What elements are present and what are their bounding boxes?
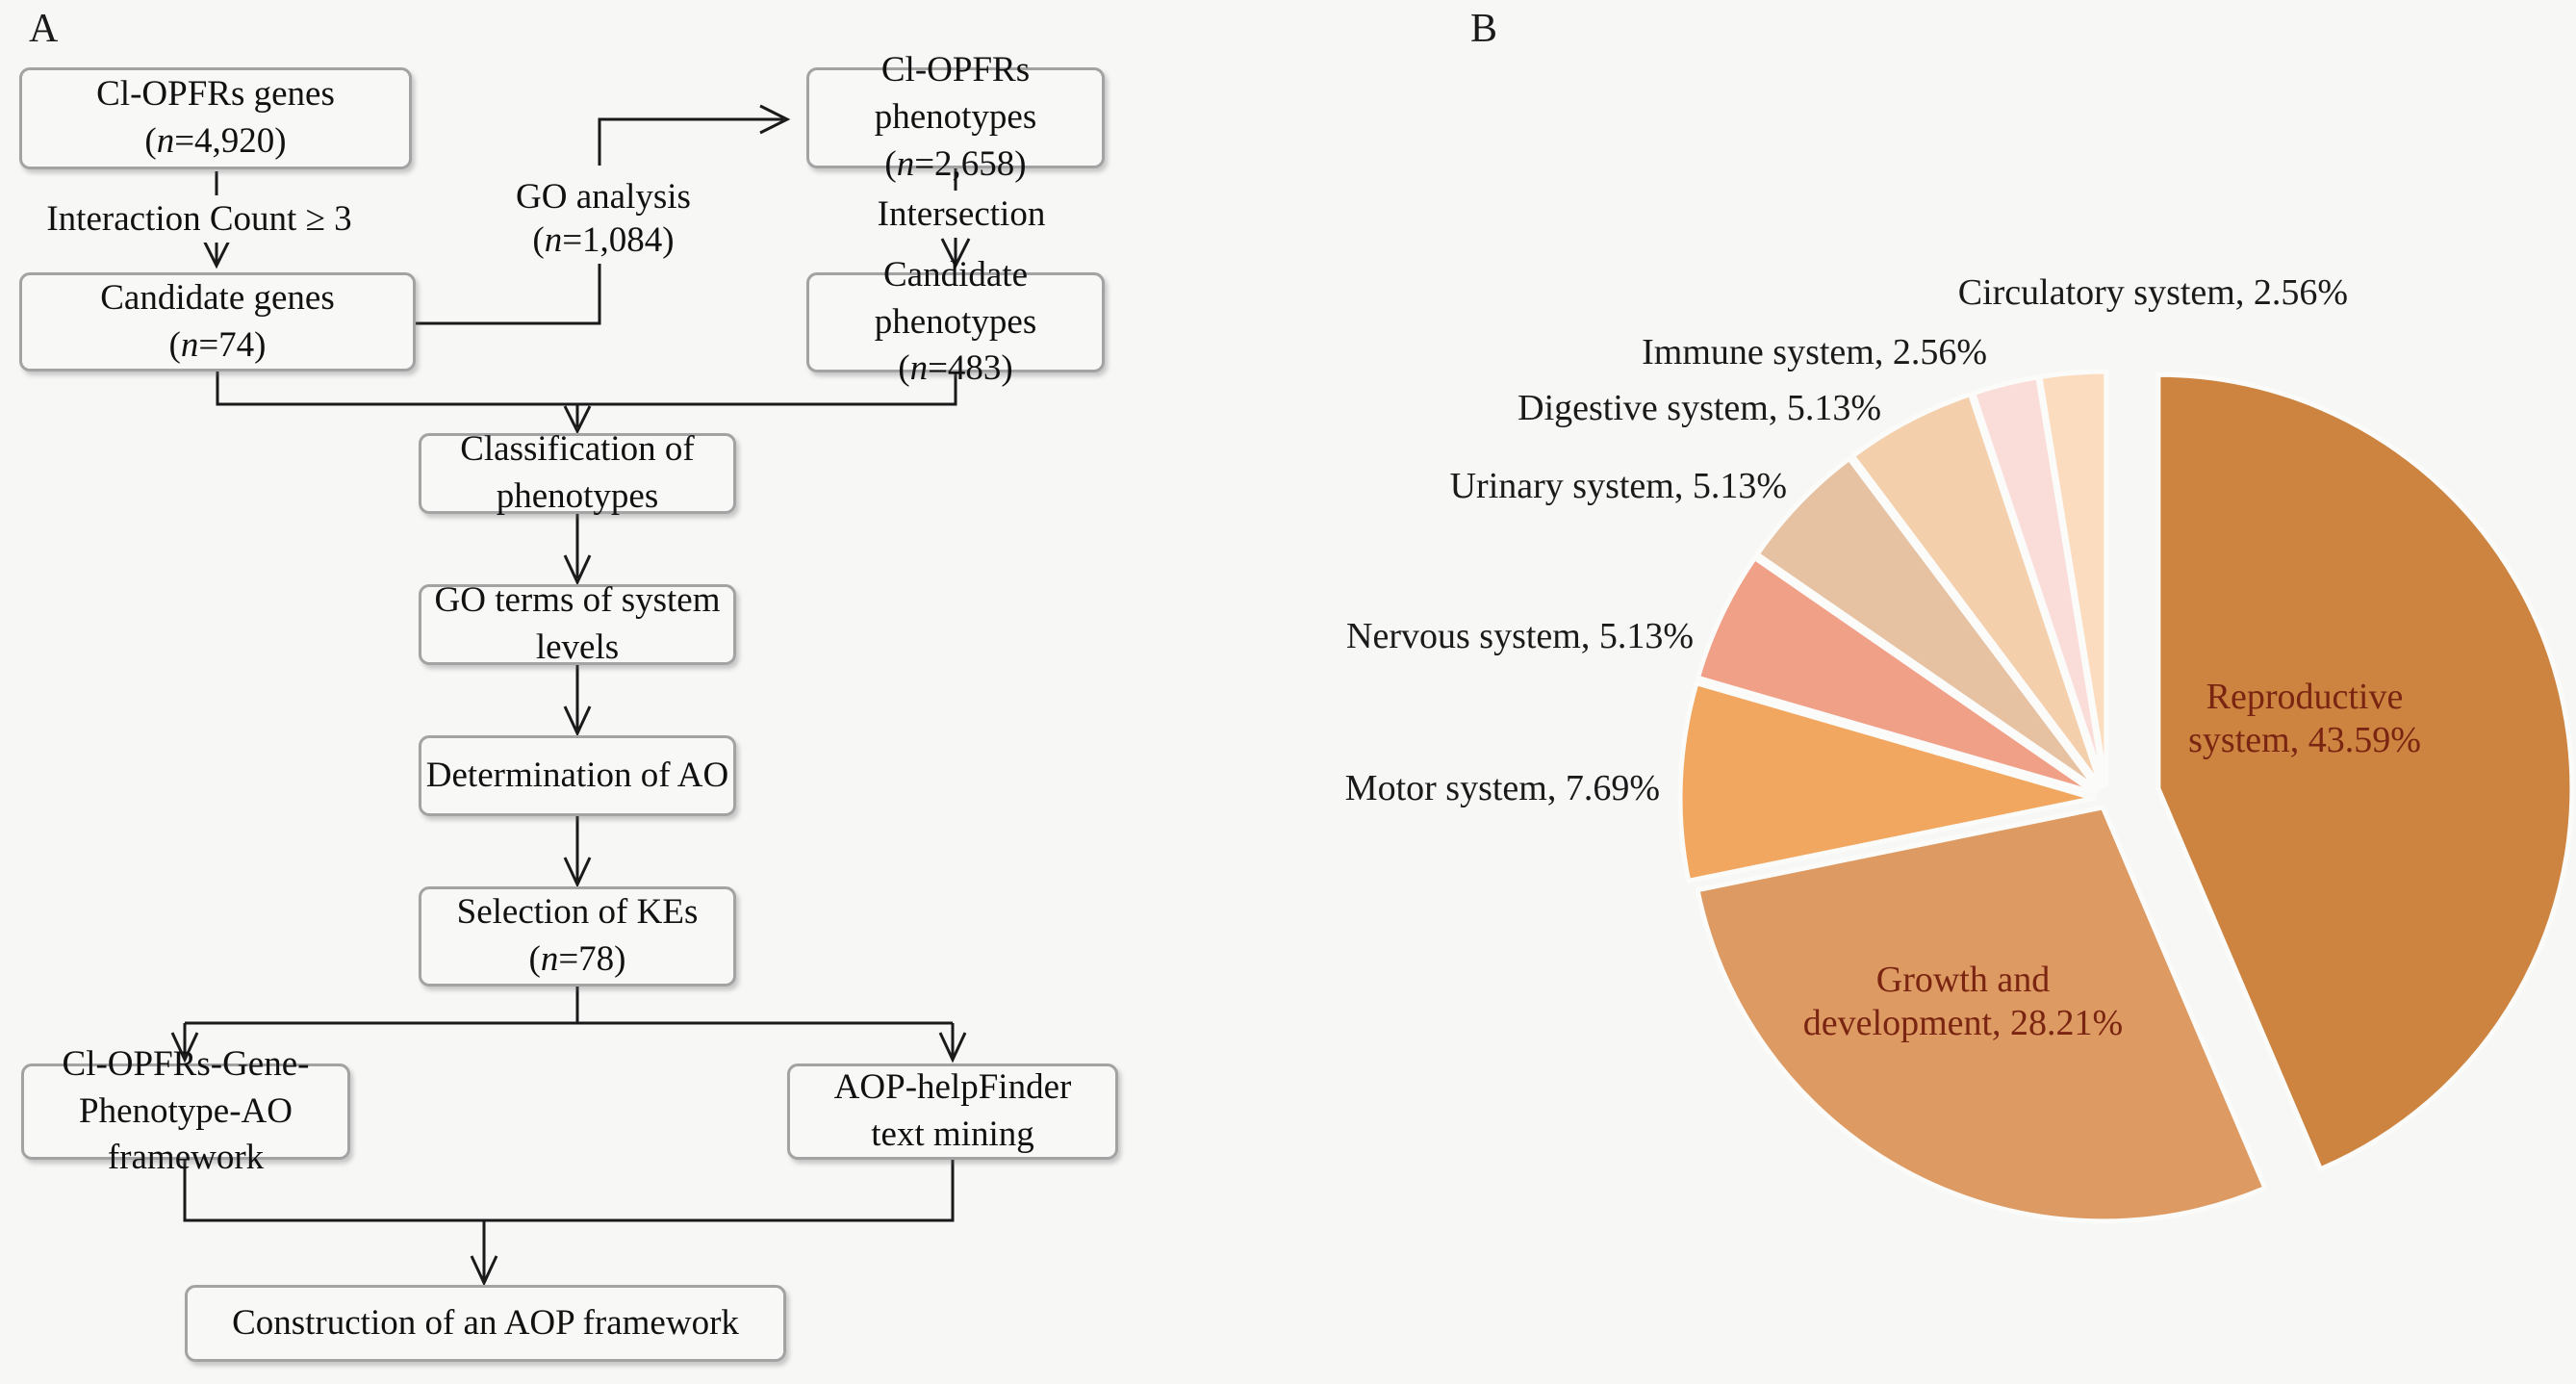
pie-label-growth: Growth and development, 28.21% <box>1802 960 2124 1043</box>
box-candidate-phenotypes: Candidate phenotypes (n=483) <box>806 255 1105 388</box>
box-line: phenotypes <box>496 476 659 516</box>
pie-label-motor: Motor system, 7.69% <box>1344 768 1660 808</box>
pie-label-urinary: Urinary system, 5.13% <box>1449 466 1787 506</box>
box-text-mining: AOP-helpFinder text mining <box>787 1064 1118 1160</box>
box-line: Candidate genes <box>100 277 335 318</box>
box-line: Classification of <box>460 429 695 470</box>
box-go-terms: GO terms of system levels <box>419 580 736 667</box>
panel-b-label: B <box>1470 7 1498 51</box>
box-line: Phenotype-AO framework <box>79 1090 293 1178</box>
box-line: Cl-OPFRs-Gene- <box>62 1043 310 1084</box>
pie-label-circulatory: Circulatory system, 2.56% <box>1957 272 2348 313</box>
box-construction: Construction of an AOP framework <box>185 1285 786 1362</box>
box-clopfrs-phenotypes: Cl-OPFRs phenotypes (n=2,658) <box>806 50 1105 184</box>
box-candidate-genes: Candidate genes (n=74) <box>19 272 416 372</box>
pie-slice-motor-system <box>1677 680 2097 884</box>
box-line: levels <box>535 628 620 667</box>
box-selection: Selection of KEs (n=78) <box>419 886 736 987</box>
box-line: Cl-OPFRs phenotypes <box>874 50 1037 138</box>
edge-label-interaction-count: Interaction Count ≥ 3 <box>14 195 384 243</box>
pie-slice-growth-and-development <box>1695 805 2268 1224</box>
box-line: (n=78) <box>528 939 626 979</box>
pie-slice-nervous-system <box>1695 555 2098 796</box>
edge-label-intersection: Intersection <box>811 191 1111 239</box>
box-line: Determination of AO <box>425 755 729 795</box>
box-line: (n=4,920) <box>144 121 287 161</box>
box-classification: Classification of phenotypes <box>419 429 736 516</box>
box-framework: Cl-OPFRs-Gene- Phenotype-AO framework <box>21 1044 350 1177</box>
box-line: Construction of an AOP framework <box>232 1302 739 1343</box>
box-line: AOP-helpFinder <box>833 1067 1072 1108</box>
box-line: GO terms of system <box>434 580 721 621</box>
panel-a-label: A <box>29 7 59 51</box>
pie-slice-reproductive-system <box>2155 372 2575 1172</box>
pie-label-nervous: Nervous system, 5.13% <box>1346 616 1694 656</box>
pie-slices-group <box>1677 369 2575 1224</box>
box-determination: Determination of AO <box>419 735 736 816</box>
box-line: text mining <box>871 1115 1034 1154</box>
box-line: Candidate phenotypes <box>874 254 1037 342</box>
pie-slice-circulatory-system <box>2037 369 2109 788</box>
box-line: (n=74) <box>168 324 267 365</box>
box-line: Cl-OPFRs genes <box>96 74 335 115</box>
pie-label-immune: Immune system, 2.56% <box>1642 332 1987 372</box>
pie-label-reproductive: Reproductive system, 43.59% <box>2188 677 2421 760</box>
pie-slice-digestive-system <box>1849 392 2104 790</box>
box-line: Selection of KEs <box>456 892 699 933</box>
box-line: (n=483) <box>898 348 1013 389</box>
pie-slice-urinary-system <box>1754 455 2101 792</box>
box-clopfrs-genes: Cl-OPFRs genes (n=4,920) <box>19 67 412 169</box>
pie-label-digestive: Digestive system, 5.13% <box>1518 388 1881 428</box>
box-line: (n=2,658) <box>884 143 1027 184</box>
edge-label-go-analysis: GO analysis (n=1,084) <box>452 173 754 265</box>
